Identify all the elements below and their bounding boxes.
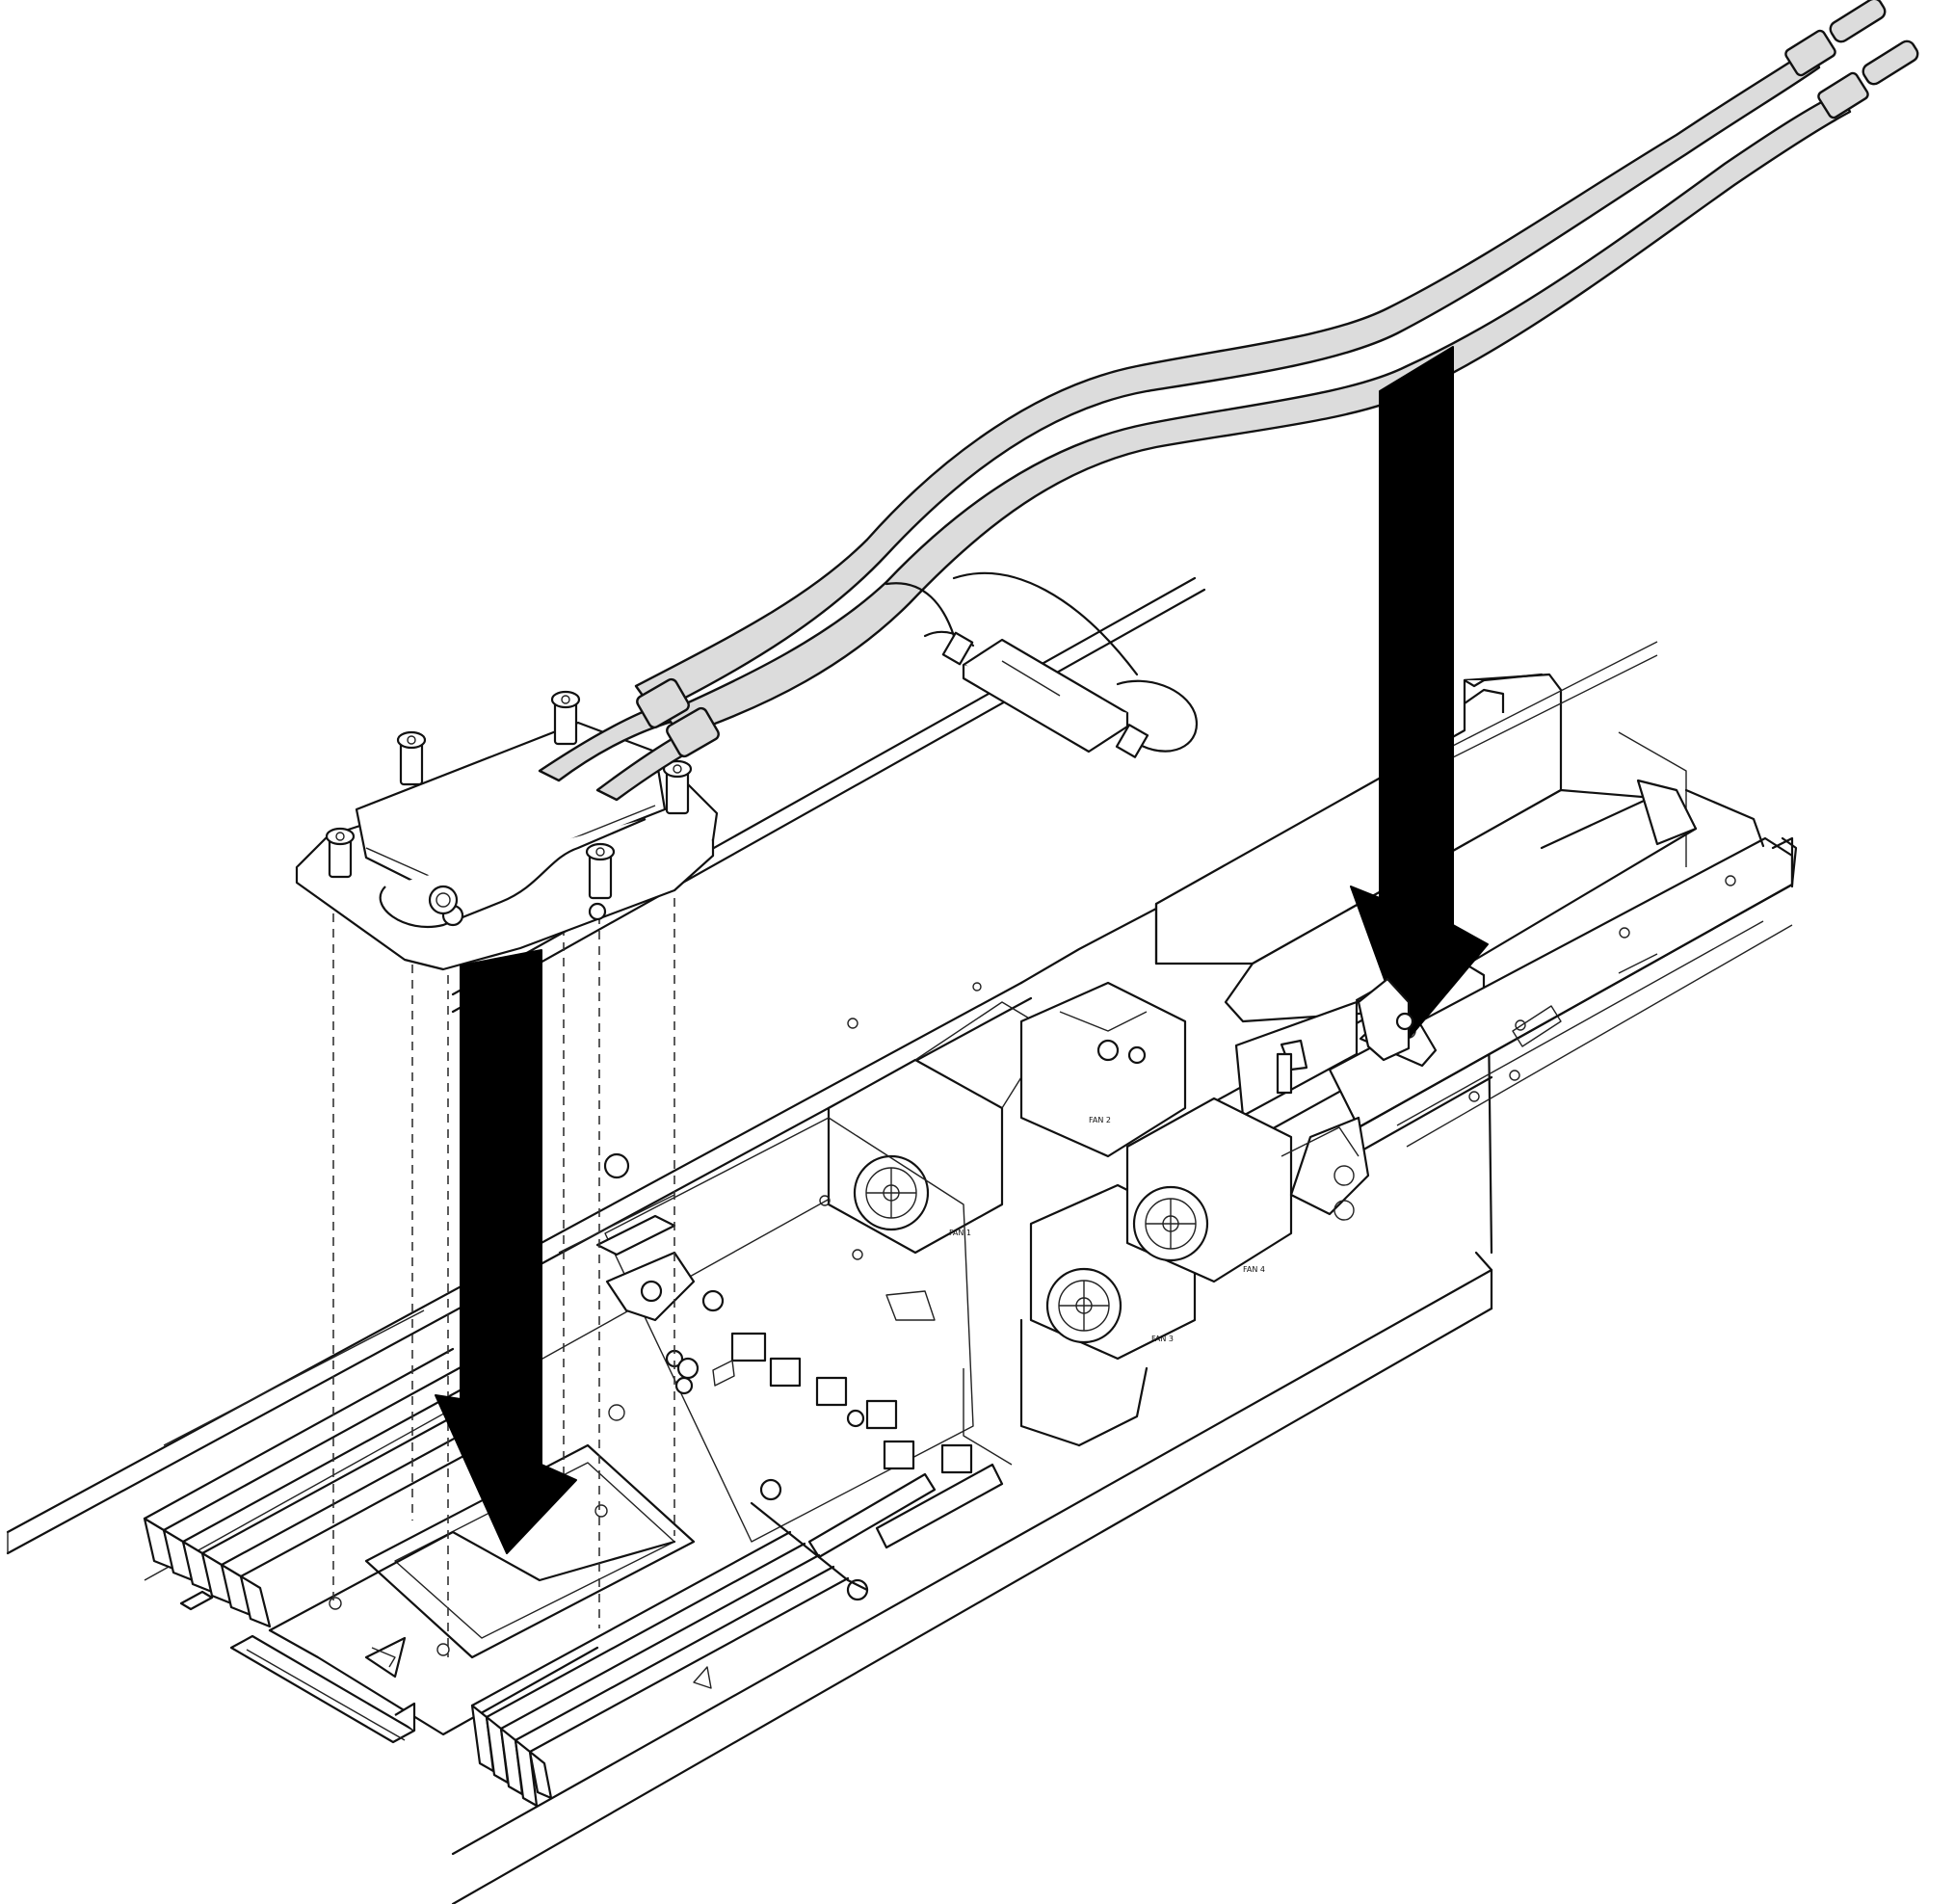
- fan-duct: [963, 1116, 1370, 1466]
- processor-socket: [268, 1443, 696, 1736]
- fan-module-2: FAN 2: [1019, 981, 1187, 1158]
- fan-label-4: FAN 4: [1243, 1265, 1265, 1274]
- captive-screw-2: [396, 730, 427, 786]
- captive-screw-3: [550, 690, 581, 746]
- captive-screw-1: [325, 827, 356, 879]
- captive-screw-5: [585, 842, 616, 900]
- quick-connect-1: [1784, 0, 1887, 77]
- alignment-mark-triangle: [693, 1666, 712, 1689]
- alignment-guides: [332, 867, 675, 1657]
- fan-module-4: FAN 4: [1125, 1097, 1293, 1283]
- hose-bracket-clip: [1357, 977, 1414, 1062]
- captive-screw-4: [662, 759, 693, 815]
- water-hose-assembly: [634, 0, 1919, 758]
- fan-module-1: FAN 1: [827, 1001, 1051, 1255]
- arrow-hose-bracket-down: [1350, 346, 1489, 1042]
- fan-label-1: FAN 1: [949, 1229, 971, 1237]
- cold-plate-assembly: [295, 690, 719, 971]
- quick-connect-2: [1817, 40, 1919, 119]
- memory-slots-left: [143, 1309, 503, 1628]
- front-connector: [179, 1590, 416, 1744]
- fan-label-3: FAN 3: [1151, 1335, 1174, 1343]
- system-board: [558, 1117, 1004, 1601]
- leak-sensor-module: [885, 571, 1198, 758]
- arrow-cold-plate-down: [435, 949, 577, 1554]
- memory-slots-right: [470, 1501, 869, 1808]
- fan-label-2: FAN 2: [1089, 1116, 1111, 1124]
